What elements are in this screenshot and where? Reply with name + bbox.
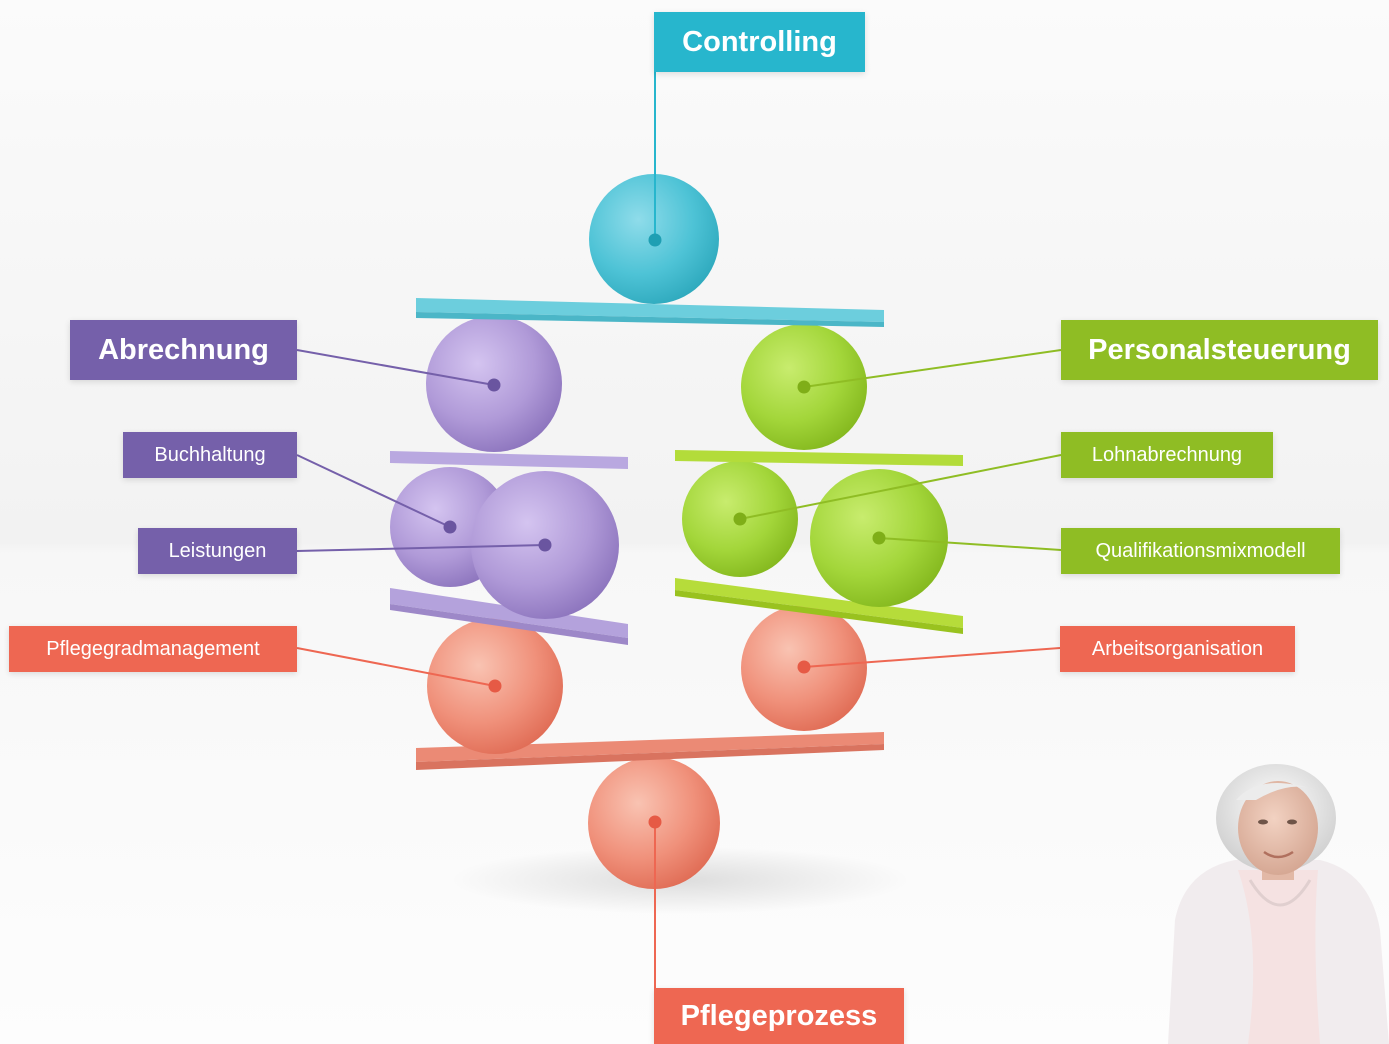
label-buchhaltung: Buchhaltung	[123, 432, 297, 478]
dot-arbeitsorganisation	[797, 660, 811, 674]
label-leistungen: Leistungen	[138, 528, 297, 574]
elderly-woman-photo	[1168, 764, 1389, 1044]
dot-buchhaltung	[443, 520, 457, 534]
label-qualifikationsmixmodell: Qualifikationsmixmodell	[1061, 528, 1340, 574]
dot-pflegeprozess	[648, 815, 662, 829]
connector-qualifikationsmixmodell	[878, 537, 1062, 551]
plank-purple-lower	[390, 588, 628, 638]
plank-top	[416, 298, 884, 322]
dot-personalsteuerung	[797, 380, 811, 394]
label-abrechnung: Abrechnung	[70, 320, 297, 380]
plank-green-lower	[675, 578, 963, 628]
connector-personalsteuerung	[803, 349, 1062, 388]
label-pflegeprozess: Pflegeprozess	[654, 988, 904, 1044]
dot-pflegegradmanagement	[488, 679, 502, 693]
plank-purple-upper	[390, 451, 628, 469]
label-arbeitsorganisation: Arbeitsorganisation	[1060, 626, 1295, 672]
connector-abrechnung	[296, 349, 495, 386]
plank-green-upper	[675, 450, 963, 466]
connector-pflegegradmanagement	[296, 647, 496, 687]
dot-lohnabrechnung	[733, 512, 747, 526]
dot-leistungen	[538, 538, 552, 552]
label-lohnabrechnung: Lohnabrechnung	[1061, 432, 1273, 478]
connector-buchhaltung	[296, 454, 451, 528]
dot-abrechnung	[487, 378, 501, 392]
connector-lohnabrechnung	[739, 454, 1062, 520]
connector-leistungen	[296, 544, 546, 552]
label-controlling: Controlling	[654, 12, 865, 72]
label-pflegegradmanagement: Pflegegradmanagement	[9, 626, 297, 672]
plank-bottom	[416, 732, 884, 762]
connector-arbeitsorganisation	[803, 647, 1061, 668]
dot-controlling	[648, 233, 662, 247]
dot-qualifikationsmixmodell	[872, 531, 886, 545]
label-personalsteuerung: Personalsteuerung	[1061, 320, 1378, 380]
